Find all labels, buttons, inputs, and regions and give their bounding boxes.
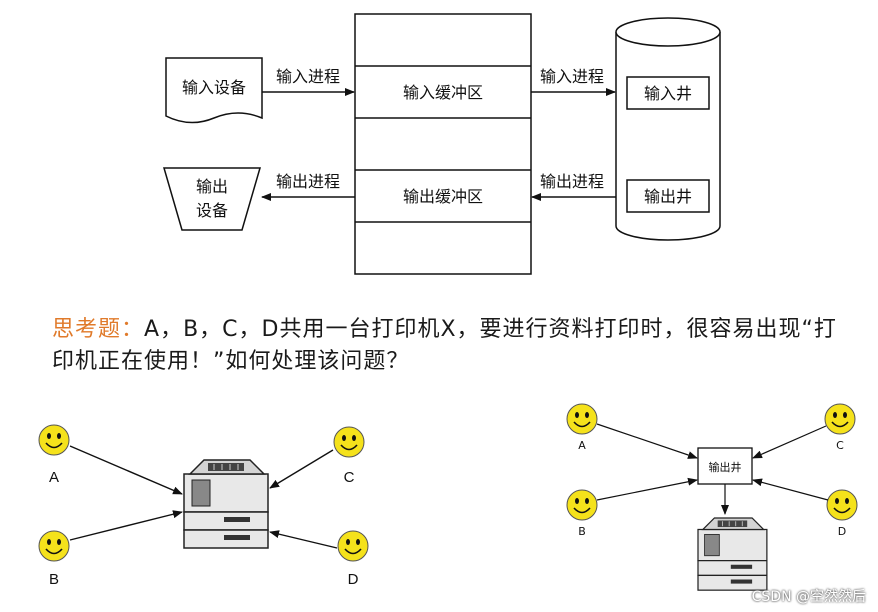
output-device-label-line1: 输出	[196, 177, 228, 196]
left-user-c-smiley	[333, 426, 365, 458]
left-user-b-smiley	[38, 530, 70, 562]
input-buffer-label: 输入缓冲区	[403, 83, 483, 102]
watermark: CSDN @空然然后	[751, 589, 866, 605]
right-user-c-smiley	[824, 403, 856, 435]
buffer-stack	[354, 13, 532, 275]
right-arrow-b	[596, 477, 698, 501]
left-user-c-label: C	[344, 469, 355, 486]
left-user-a-label: A	[49, 469, 59, 486]
left-arrow-a	[69, 445, 183, 495]
output-buffer-label: 输出缓冲区	[403, 187, 483, 206]
output-well-label: 输出井	[644, 187, 692, 206]
right-user-d-smiley	[826, 489, 858, 521]
right-output-well-box	[697, 447, 753, 485]
input-process-left-label: 输入进程	[276, 67, 340, 86]
question-lead: 思考题：	[52, 317, 145, 342]
left-arrow-b	[69, 510, 183, 541]
output-device-shape	[163, 167, 261, 231]
right-arrow-a	[596, 423, 698, 459]
right-output-well-label: 输出井	[709, 460, 742, 474]
input-well-box	[626, 76, 710, 110]
input-well-label: 输入井	[644, 84, 692, 103]
input-device-label: 输入设备	[182, 78, 246, 97]
question-text: 思考题：A，B，C，D共用一台打印机X，要进行资料打印时，很容易出现“打印机正在…	[52, 314, 842, 378]
left-user-d-smiley	[337, 530, 369, 562]
right-user-a-smiley	[566, 403, 598, 435]
right-user-b-smiley	[566, 489, 598, 521]
question-body: A，B，C，D共用一台打印机X，要进行资料打印时，很容易出现“打印机正在使用！”…	[52, 317, 837, 374]
right-printer	[697, 517, 768, 591]
input-device-shape	[165, 57, 263, 124]
left-user-a-smiley	[38, 424, 70, 456]
output-well-box	[626, 179, 710, 213]
right-user-b-label: B	[578, 525, 586, 538]
left-user-d-label: D	[348, 571, 359, 588]
left-arrow-c	[269, 449, 334, 489]
output-process-left-label: 输出进程	[276, 172, 340, 191]
output-process-right-label: 输出进程	[540, 172, 604, 191]
right-user-d-label: D	[838, 525, 846, 538]
right-arrow-d	[752, 478, 829, 501]
right-user-a-label: A	[578, 439, 586, 452]
output-device-label-line2: 设备	[196, 201, 228, 220]
right-arrow-c	[752, 425, 827, 459]
left-printer	[183, 459, 269, 549]
right-user-c-label: C	[836, 439, 844, 452]
input-process-right-label: 输入进程	[540, 67, 604, 86]
left-arrow-d	[269, 530, 338, 549]
left-user-b-label: B	[49, 571, 59, 588]
